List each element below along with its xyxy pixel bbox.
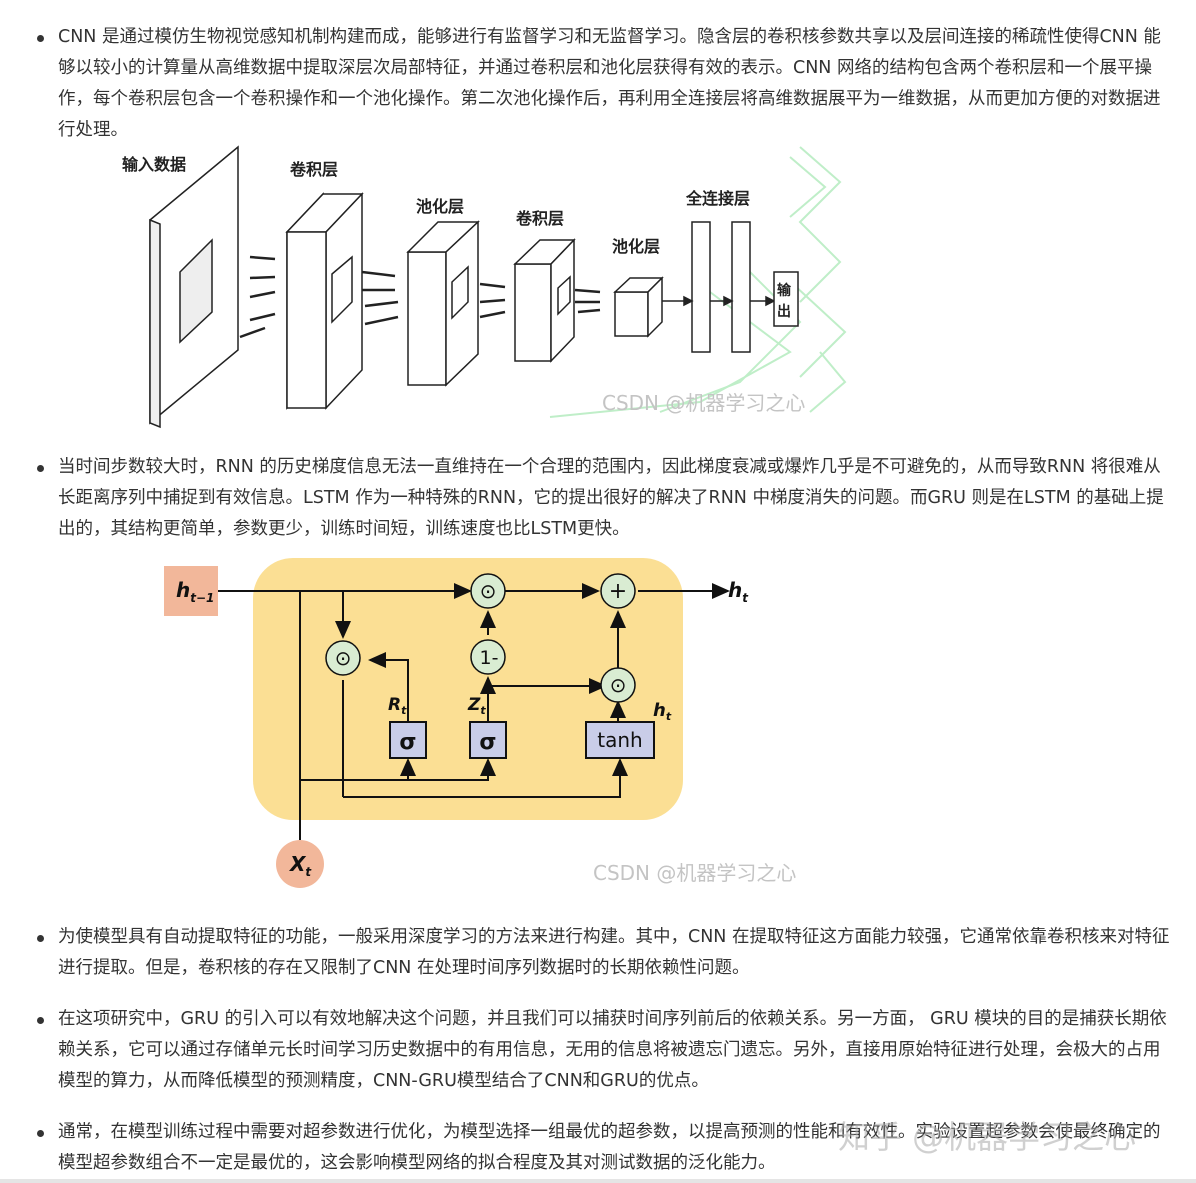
pool-layer-1-block	[406, 220, 480, 387]
list-bullet	[37, 1017, 44, 1024]
label-output-2: 出	[777, 303, 791, 320]
gru-connections	[218, 583, 730, 840]
svg-text:⊙: ⊙	[480, 579, 497, 603]
z-gate-label: Zt	[467, 695, 486, 717]
label-conv-1: 卷积层	[289, 160, 338, 179]
candidate-hadamard-node: ⊙	[600, 667, 636, 703]
h-out-label: ht	[728, 578, 749, 605]
zhihu-watermark: 知乎 @机器学习之心	[838, 1118, 1137, 1156]
svg-text:1-: 1-	[480, 647, 499, 669]
svg-text:+: +	[609, 579, 627, 604]
list-bullet	[37, 465, 44, 472]
cnn-watermark: CSDN @机器学习之心	[602, 391, 805, 415]
reset-gate-sigma: σ	[389, 721, 427, 759]
h-prev-box	[164, 566, 218, 616]
bottom-divider	[0, 1179, 1196, 1183]
label-output-1: 输	[777, 282, 792, 299]
cnn-architecture-diagram: 输入数据 卷积层 池化层 卷积层 池化层	[122, 145, 847, 429]
svg-text:σ: σ	[399, 730, 416, 755]
label-pool-1: 池化层	[416, 197, 464, 216]
fc-layer-1	[691, 221, 711, 353]
gru-cell-background	[253, 558, 683, 820]
output-box	[773, 271, 799, 327]
h-prev-label: ht−1	[176, 578, 214, 605]
list-bullet	[37, 935, 44, 942]
h-candidate-label: ht	[653, 700, 672, 723]
svg-text:Xt: Xt	[288, 852, 312, 879]
list-bullet	[37, 35, 44, 42]
label-conv-2: 卷积层	[515, 209, 564, 228]
label-fc: 全连接层	[685, 189, 750, 208]
update-gate-sigma: σ	[469, 721, 507, 759]
paragraph-cnn-intro: CNN 是通过模仿生物视觉感知机制构建而成，能够进行有监督学习和无监督学习。隐含…	[58, 27, 1161, 140]
fc-layer-2	[731, 221, 751, 353]
x-input-node: Xt	[276, 840, 324, 888]
svg-text:tanh: tanh	[597, 728, 642, 752]
conv-layer-2-block	[513, 238, 576, 363]
fc-arrows	[662, 295, 776, 307]
gru-cell-diagram: ht−1 ⊙ ⊙ + 1- ⊙ σ	[164, 558, 796, 888]
svg-text:σ: σ	[479, 730, 496, 755]
input-data-block	[149, 145, 239, 429]
paragraph-hyperparameters: 通常，在模型训练过程中需要对超参数进行优化，为模型选择一组最优的超参数，以提高预…	[58, 1122, 1161, 1173]
r-gate-label: Rt	[388, 695, 407, 717]
paragraph-gru-advantage: 在这项研究中，GRU 的引入可以有效地解决这个问题，并且我们可以捕获时间序列前后…	[58, 1009, 1167, 1091]
label-pool-2: 池化层	[612, 237, 660, 256]
update-hadamard-node-top: ⊙	[470, 573, 506, 609]
candidate-tanh-box: tanh	[585, 721, 655, 759]
one-minus-node: 1-	[470, 639, 506, 675]
connection-lines	[239, 255, 601, 339]
label-input: 输入数据	[122, 155, 186, 174]
pool-layer-2-block	[613, 276, 664, 338]
conv-layer-1-block	[285, 192, 364, 410]
paragraph-feature-extraction: 为使模型具有自动提取特征的功能，一般采用深度学习的方法来进行构建。其中，CNN …	[58, 927, 1170, 978]
paragraph-rnn-gru: 当时间步数较大时，RNN 的历史梯度信息无法一直维持在一个合理的范围内，因此梯度…	[58, 457, 1164, 539]
svg-text:⊙: ⊙	[610, 673, 627, 697]
gru-watermark: CSDN @机器学习之心	[593, 861, 796, 885]
plus-node: +	[600, 573, 636, 609]
svg-text:⊙: ⊙	[335, 646, 352, 670]
list-bullet	[37, 1130, 44, 1137]
reset-hadamard-node: ⊙	[325, 640, 361, 676]
